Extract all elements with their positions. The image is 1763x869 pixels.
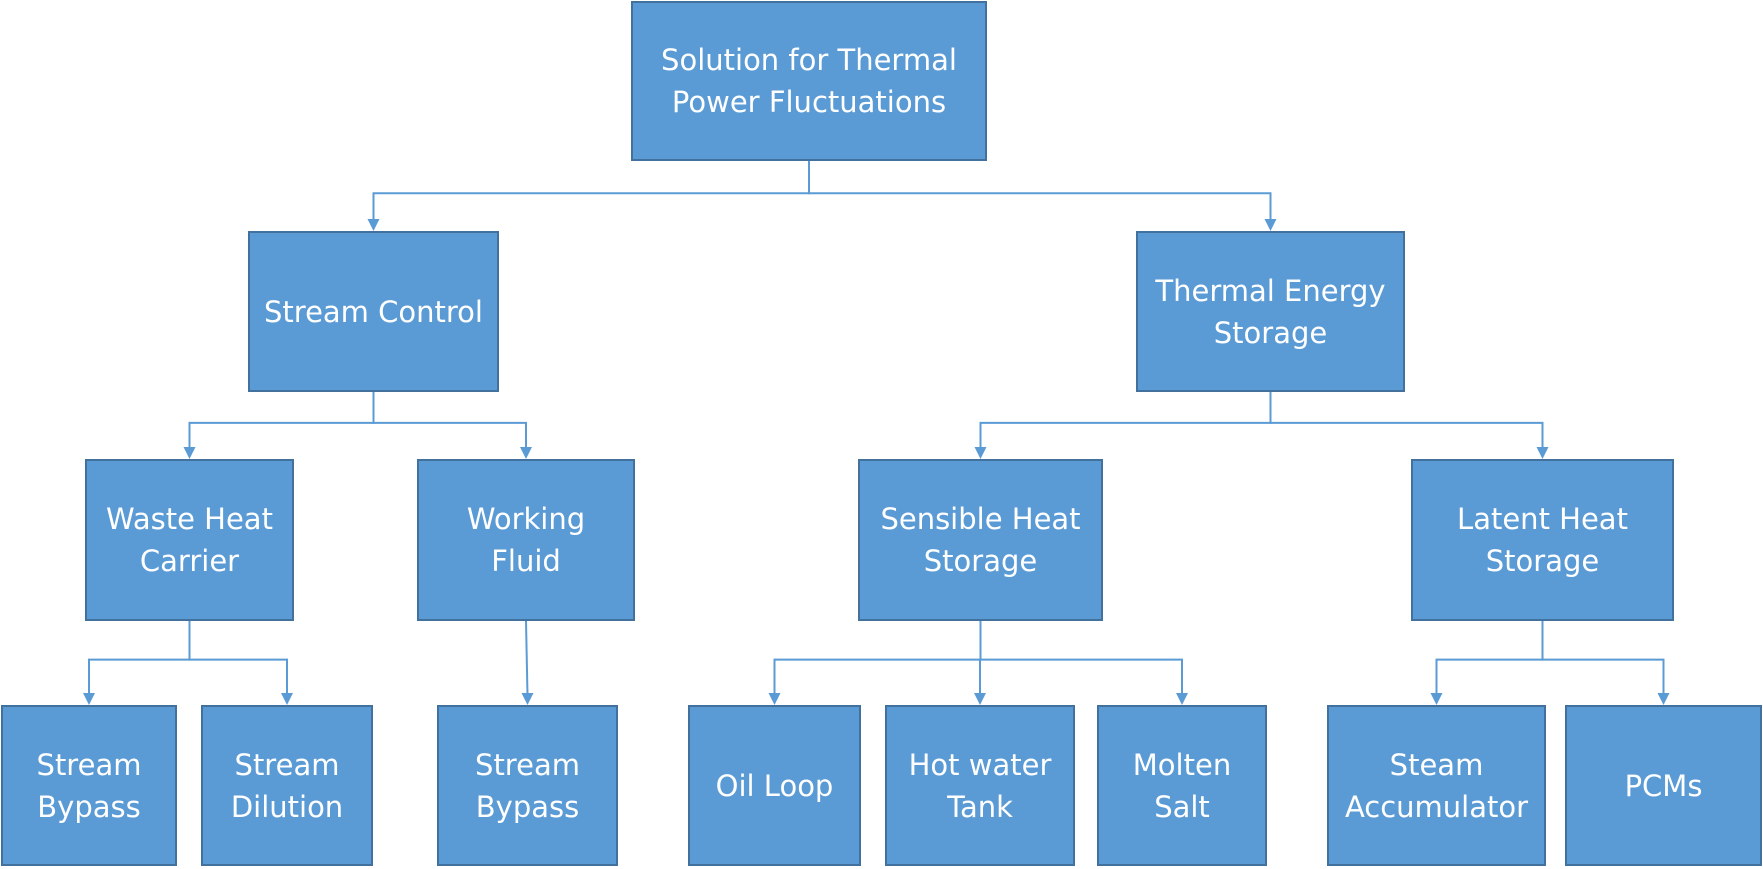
- node-latent-heat-storage: Latent Heat Storage: [1411, 459, 1674, 621]
- node-oil-loop: Oil Loop: [688, 705, 861, 866]
- arrowhead-stream_bypass_1: [83, 693, 95, 705]
- node-thermal-energy-storage: Thermal Energy Storage: [1136, 231, 1405, 392]
- node-steam-accumulator: Steam Accumulator: [1327, 705, 1546, 866]
- connector-working_fluid-to-stream_bypass_2: [525, 620, 529, 696]
- node-root: Solution for Thermal Power Fluctuations: [631, 1, 987, 161]
- node-molten-salt: Molten Salt: [1097, 705, 1267, 866]
- connector-sensible_heat_storage-to-oil_loop: [773, 621, 982, 695]
- node-stream-control: Stream Control: [248, 231, 499, 392]
- arrowhead-molten_salt: [1176, 693, 1188, 705]
- connector-root-to-thermal_energy_storage: [808, 161, 1272, 221]
- node-stream-dilution: Stream Dilution: [201, 705, 373, 866]
- connector-thermal_energy_storage-to-latent_heat_storage: [1269, 392, 1544, 449]
- arrowhead-waste_heat_carrier: [183, 447, 196, 459]
- node-waste-heat-carrier: Waste Heat Carrier: [85, 459, 294, 621]
- arrowhead-working_fluid: [520, 447, 532, 459]
- arrowhead-thermal_energy_storage: [1264, 219, 1277, 231]
- arrowhead-oil_loop: [768, 693, 781, 705]
- arrowhead-stream_bypass_2: [521, 693, 534, 705]
- node-sensible-heat-storage: Sensible Heat Storage: [858, 459, 1103, 621]
- arrowhead-latent_heat_storage: [1536, 447, 1549, 459]
- node-pcms: PCMs: [1565, 705, 1762, 866]
- arrowhead-stream_control: [367, 219, 380, 231]
- arrowhead-sensible_heat_storage: [974, 447, 987, 459]
- connector-waste_heat_carrier-to-stream_dilution: [188, 621, 288, 695]
- node-working-fluid: Working Fluid: [417, 459, 635, 621]
- arrowhead-pcms: [1657, 693, 1670, 705]
- connector-latent_heat_storage-to-pcms: [1541, 621, 1665, 695]
- arrowhead-steam_accumulator: [1430, 693, 1443, 705]
- connector-stream_control-to-waste_heat_carrier: [188, 392, 375, 449]
- node-stream-bypass-1: Stream Bypass: [1, 705, 177, 866]
- connector-latent_heat_storage-to-steam_accumulator: [1435, 621, 1544, 695]
- node-hot-water-tank: Hot water Tank: [885, 705, 1075, 866]
- connector-sensible_heat_storage-to-molten_salt: [979, 621, 1183, 695]
- arrowhead-stream_dilution: [281, 693, 293, 705]
- connector-stream_control-to-working_fluid: [372, 392, 527, 449]
- node-stream-bypass-2: Stream Bypass: [437, 705, 618, 866]
- connector-waste_heat_carrier-to-stream_bypass_1: [88, 621, 191, 695]
- arrowhead-hot_water_tank: [974, 693, 986, 705]
- connector-root-to-stream_control: [372, 161, 810, 221]
- connector-thermal_energy_storage-to-sensible_heat_storage: [979, 392, 1272, 449]
